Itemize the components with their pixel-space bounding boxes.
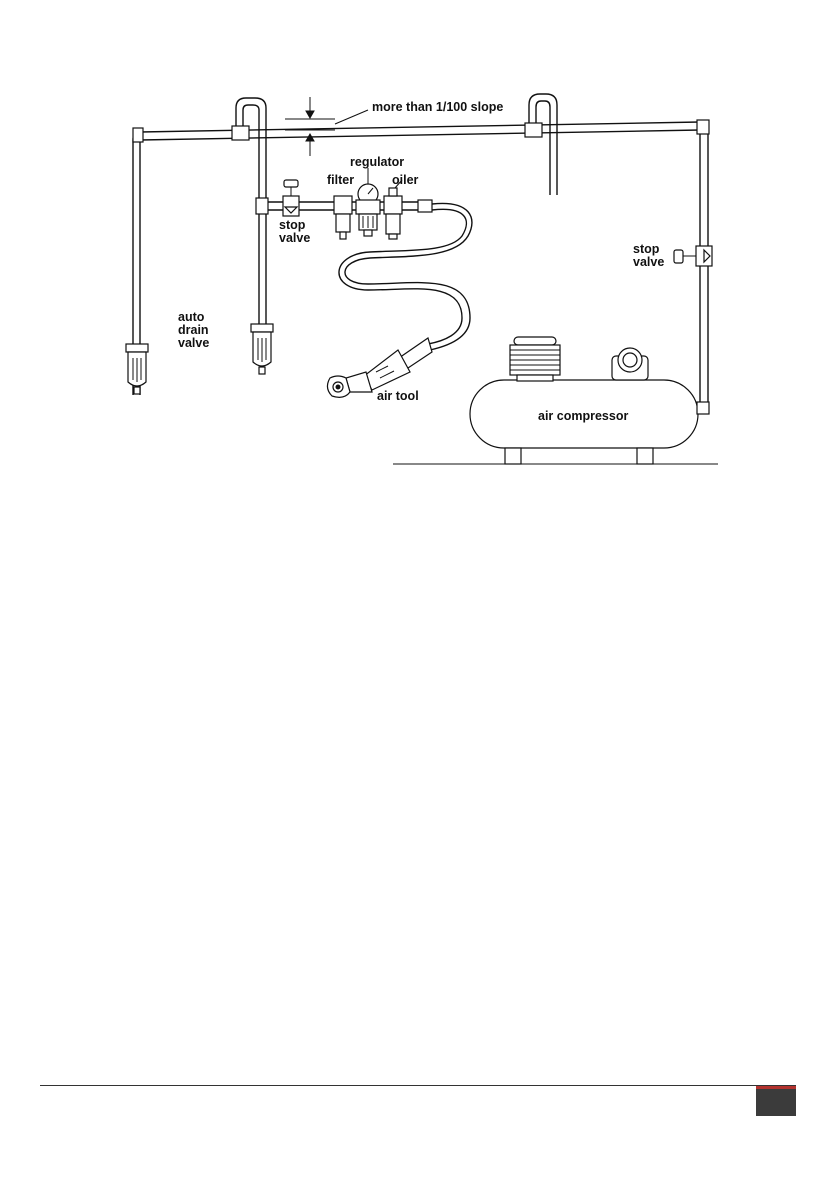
stop-valve-left xyxy=(283,180,299,216)
auto-drain-filter-left xyxy=(126,344,148,394)
stop-valve-left-label-line2: valve xyxy=(279,231,310,245)
u-bend-right xyxy=(525,94,557,195)
stop-valve-right-label-line1: stop xyxy=(633,242,660,256)
footer-rule xyxy=(40,1085,796,1086)
air-tool-label: air tool xyxy=(377,389,419,403)
auto-drain-label-line1: auto xyxy=(178,310,205,324)
auto-drain-filter-center xyxy=(251,324,273,374)
page-number-badge xyxy=(756,1086,796,1116)
oiler-unit xyxy=(384,180,402,239)
auto-drain-label-line3: valve xyxy=(178,336,209,350)
slope-label: more than 1/100 slope xyxy=(372,100,503,114)
filter-label: filter xyxy=(327,173,354,187)
compressed-air-system-diagram: more than 1/100 slope regulator filter o… xyxy=(0,0,840,520)
slope-indicator xyxy=(285,97,368,156)
stop-valve-right xyxy=(674,246,712,266)
filter-unit xyxy=(334,196,352,239)
auto-drain-label-line2: drain xyxy=(178,323,209,337)
air-compressor xyxy=(470,337,709,464)
regulator-unit xyxy=(356,168,380,236)
air-compressor-label: air compressor xyxy=(538,409,628,423)
oiler-label: oiler xyxy=(392,173,419,187)
stop-valve-right-label-line2: valve xyxy=(633,255,664,269)
stop-valve-left-label-line1: stop xyxy=(279,218,306,232)
regulator-label: regulator xyxy=(350,155,404,169)
